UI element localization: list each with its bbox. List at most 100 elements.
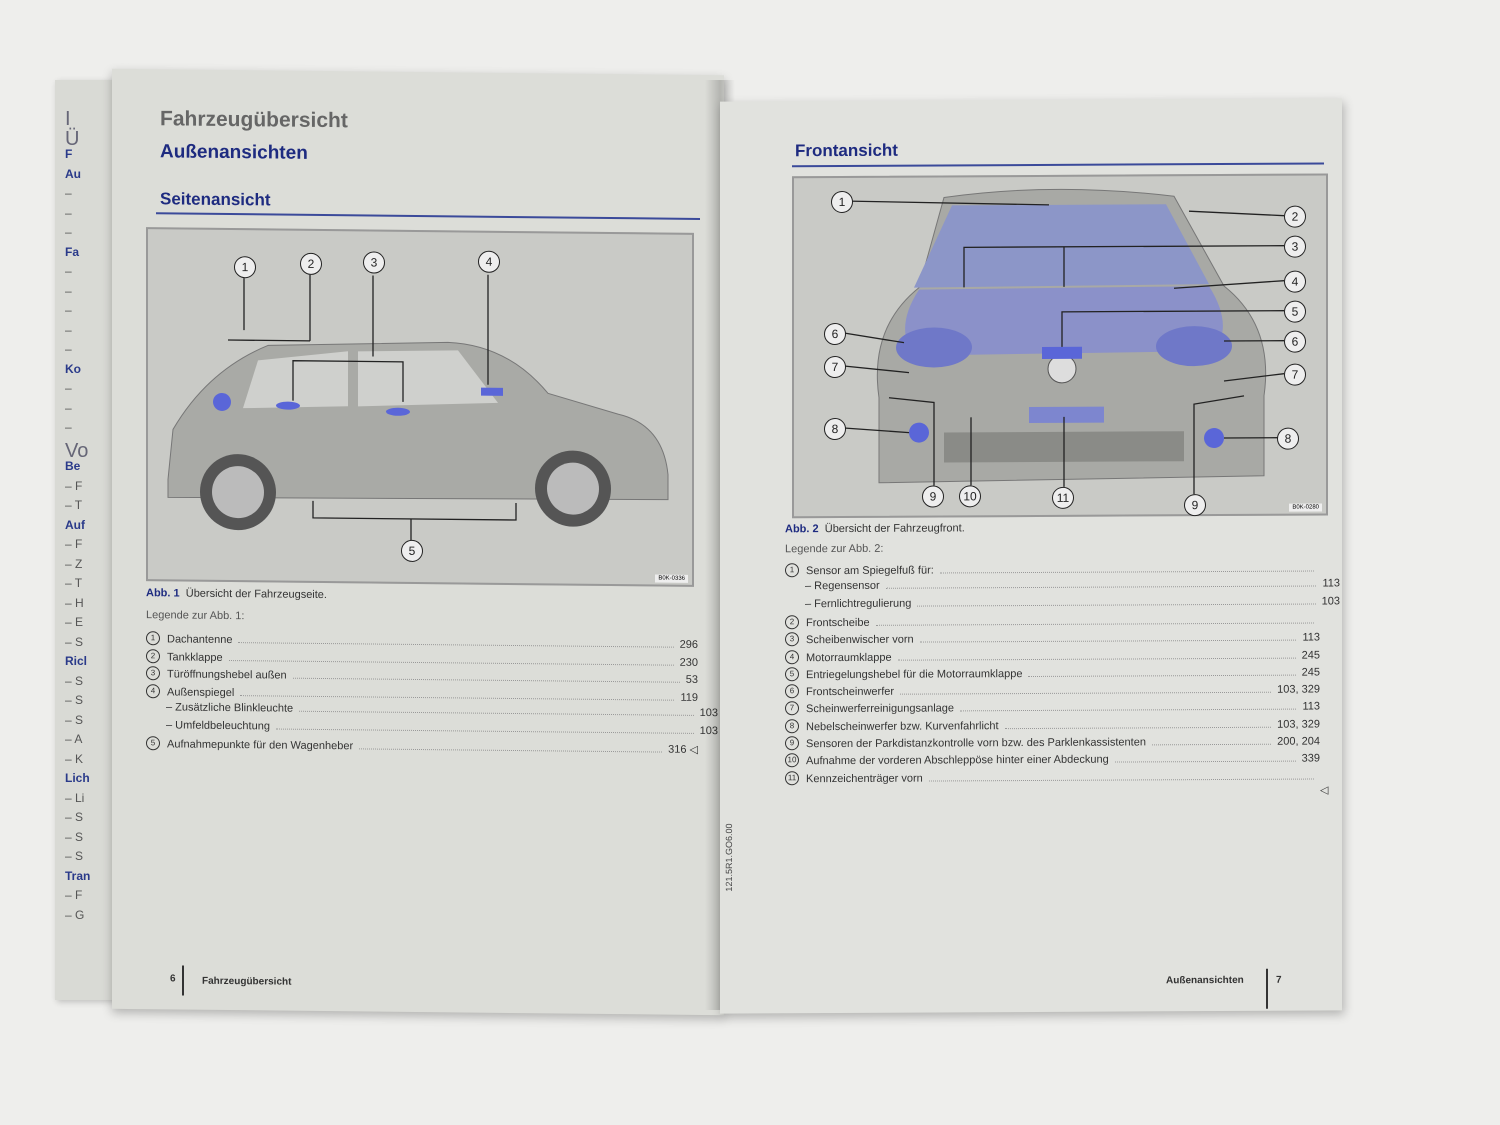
toc-fragment: – xyxy=(65,205,72,220)
leader-dots xyxy=(1004,726,1272,729)
toc-fragment: – xyxy=(65,400,72,415)
toc-fragment: I xyxy=(65,108,71,130)
legend-item: – Zusätzliche Blinkleuchte103 xyxy=(146,701,718,719)
legend-text: Nebelscheinwerfer bzw. Kurvenfahrlicht xyxy=(806,719,999,733)
toc-fragment: F xyxy=(65,147,73,161)
toc-fragment: – G xyxy=(65,907,85,922)
figure-callout: 8 xyxy=(824,417,846,441)
leader-dots xyxy=(917,603,1316,607)
leader-dots xyxy=(228,659,674,666)
car-side-illustration xyxy=(167,274,669,542)
legend-page-ref: 103, 329 xyxy=(1277,683,1320,696)
legend-title: Legende zur Abb. 1: xyxy=(146,609,245,623)
toc-fragment: Be xyxy=(65,459,81,473)
right-page: Frontansicht xyxy=(720,98,1342,1014)
leader-dots xyxy=(1151,743,1272,746)
figure-caption-text: Übersicht der Fahrzeugseite. xyxy=(185,587,327,602)
legend-number: 9 xyxy=(785,736,799,751)
toc-fragment: Auf xyxy=(65,517,85,532)
toc-fragment: Fa xyxy=(65,244,80,259)
toc-fragment: – A xyxy=(65,732,83,746)
legend-text: Scheinwerferreinigungsanlage xyxy=(806,702,954,716)
legend-text: Scheibenwischer vorn xyxy=(806,633,914,647)
footer-page-number: 6 xyxy=(170,973,176,985)
figure-callout: 4 xyxy=(478,250,500,273)
toc-fragment: – H xyxy=(65,595,84,610)
footer-divider xyxy=(1266,968,1268,1009)
end-mark: ◁ xyxy=(1320,784,1329,797)
figure-label: Abb. 1 xyxy=(146,587,180,600)
footer-page-number: 7 xyxy=(1276,974,1282,986)
toc-fragment: – F xyxy=(65,537,83,551)
toc-fragment: – xyxy=(65,283,72,298)
figure-callout: 4 xyxy=(1284,270,1306,293)
legend-number: 6 xyxy=(785,684,799,699)
legend-number: 2 xyxy=(146,648,160,663)
toc-fragment: – S xyxy=(65,712,84,727)
leader-dots xyxy=(240,694,675,701)
legend-text: Aufnahme der vorderen Abschleppöse hinte… xyxy=(806,753,1109,768)
legend-text: – Fernlichtregulierung xyxy=(805,597,912,610)
figure-code: B0K-0336 xyxy=(655,574,688,583)
figure-callout: 9 xyxy=(922,485,944,508)
legend-page-ref: 296 xyxy=(679,638,698,651)
legend-page-ref: 53 xyxy=(685,673,698,686)
leader-dots xyxy=(897,657,1296,661)
figure-callout: 1 xyxy=(234,256,256,279)
legend-number: 5 xyxy=(785,667,799,682)
leader-dots xyxy=(939,570,1314,574)
figure-callout: 5 xyxy=(1284,300,1306,323)
toc-fragment: – S xyxy=(65,693,84,707)
legend-page-ref: 113 xyxy=(1322,577,1340,590)
toc-fragment: – S xyxy=(65,634,84,649)
figure-callout: 5 xyxy=(401,539,423,563)
legend-text: Tankklappe xyxy=(167,650,223,664)
leader-dots xyxy=(359,748,663,753)
toc-fragment: – xyxy=(65,264,72,278)
legend-page-ref: 103 xyxy=(1321,594,1340,608)
figure-callout: 7 xyxy=(1284,363,1306,386)
toc-fragment: – K xyxy=(65,751,84,766)
leader-dots xyxy=(238,642,674,648)
figure-callout: 6 xyxy=(824,322,846,346)
legend-number: 10 xyxy=(785,753,799,768)
leader-dots xyxy=(959,709,1297,712)
heading-rule xyxy=(156,212,700,220)
legend-page-ref: 339 xyxy=(1301,752,1320,765)
legend-page-ref: 200, 204 xyxy=(1277,735,1320,748)
legend-text: Aufnahmepunkte für den Wagenheber xyxy=(167,738,354,753)
toc-fragment: – S xyxy=(65,810,84,824)
left-page: Fahrzeugübersicht Außenansichten Seitena… xyxy=(112,68,724,1016)
legend-number: 8 xyxy=(785,718,799,733)
legend-item: – Fernlichtregulierung 103 xyxy=(785,595,1340,610)
legend-page-ref: 245 xyxy=(1301,666,1320,679)
heading-rule xyxy=(792,162,1324,168)
leader-dots xyxy=(900,691,1272,695)
leader-dots xyxy=(292,677,680,683)
chapter-title: Fahrzeugübersicht xyxy=(160,107,348,133)
figure-callout: 8 xyxy=(1277,427,1299,450)
leader-dots xyxy=(919,639,1297,643)
legend-number: 5 xyxy=(146,736,160,751)
legend-text: Türöffnungshebel außen xyxy=(167,668,287,682)
footer-title: Außenansichten xyxy=(1166,974,1244,987)
toc-fragment: Au xyxy=(65,166,81,181)
figure-callout: 11 xyxy=(1052,486,1074,509)
toc-fragment: – S xyxy=(65,673,84,688)
toc-fragment: – xyxy=(65,322,72,337)
figure-label: Abb. 2 xyxy=(785,523,819,536)
legend-number: 1 xyxy=(146,631,160,646)
legend-text: Kennzeichenträger vorn xyxy=(806,772,923,785)
legend-number: 11 xyxy=(785,770,799,785)
